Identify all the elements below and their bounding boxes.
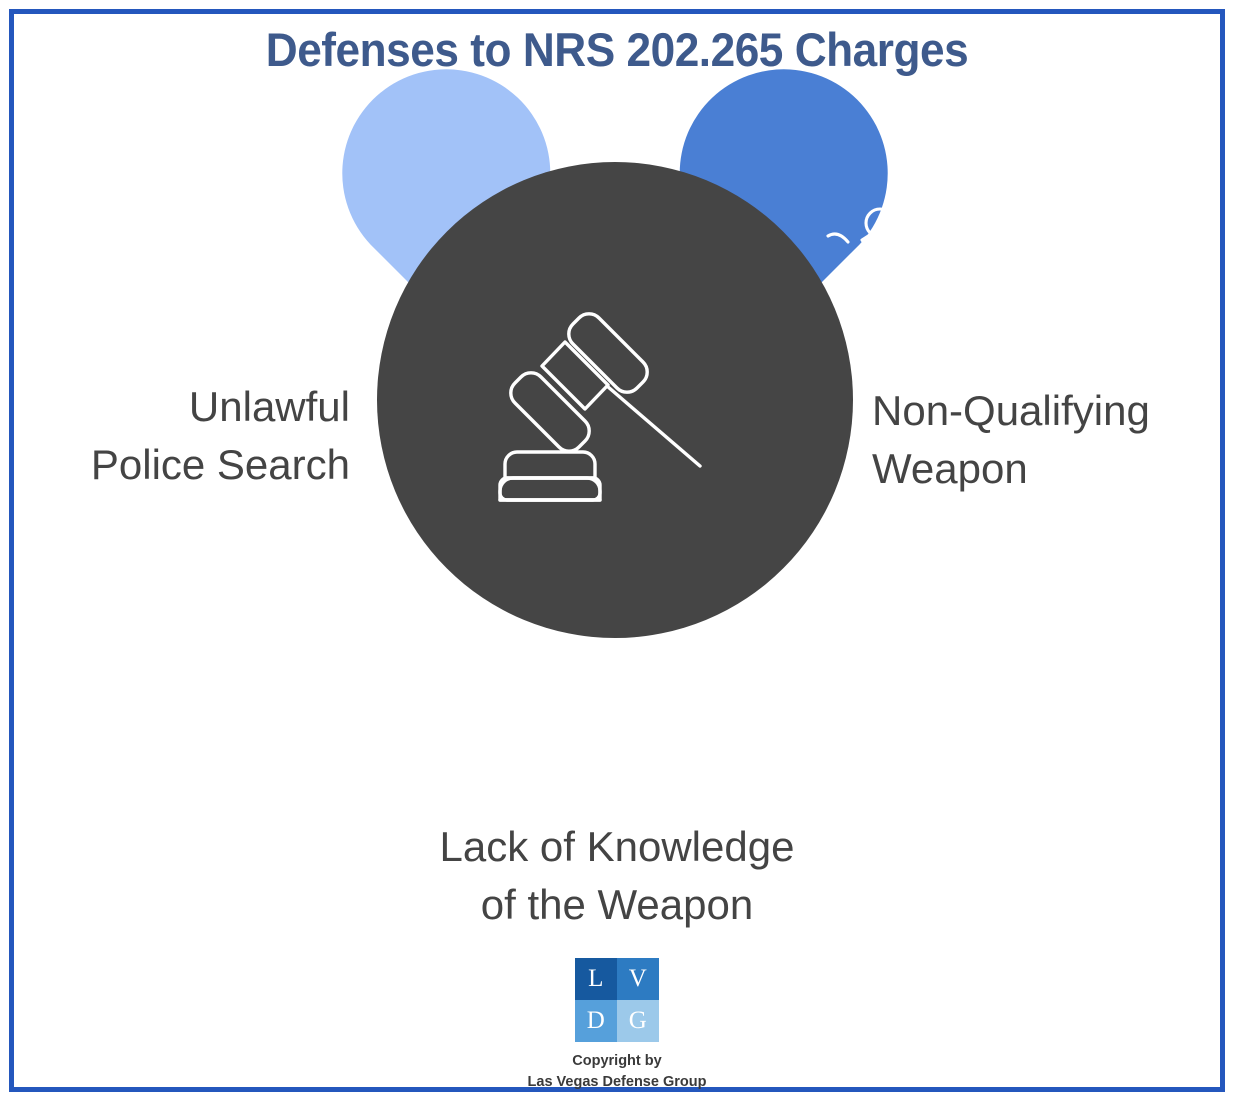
defense-label-lack-of-knowledge: Lack of Knowledge of the Weapon — [439, 823, 795, 928]
hub-circle — [377, 162, 853, 638]
logo-letter-g: G — [617, 1000, 659, 1042]
head-question-magnifier-icon — [563, 651, 668, 785]
hub-gavel[interactable] — [377, 162, 853, 638]
police-officer-search-icon — [284, 219, 374, 334]
logo-letter-l: L — [575, 958, 617, 1000]
defense-label-non-qualifying-weapon: Non-Qualifying Weapon — [872, 387, 1150, 492]
copyright-text: Copyright by Las Vegas Defense Group — [527, 1053, 707, 1090]
lvdg-logo: L V D G — [575, 958, 659, 1042]
defense-label-unlawful-police-search: Unlawful Police Search — [90, 383, 350, 488]
logo-letter-d: D — [575, 1000, 617, 1042]
page-title: Defenses to NRS 202.265 Charges — [265, 23, 969, 76]
gavel-icon — [498, 312, 702, 502]
logo-letter-v: V — [617, 958, 659, 1000]
footer-logo-block: L V D G Copyright by Las Vegas Defense G… — [0, 958, 1234, 1092]
